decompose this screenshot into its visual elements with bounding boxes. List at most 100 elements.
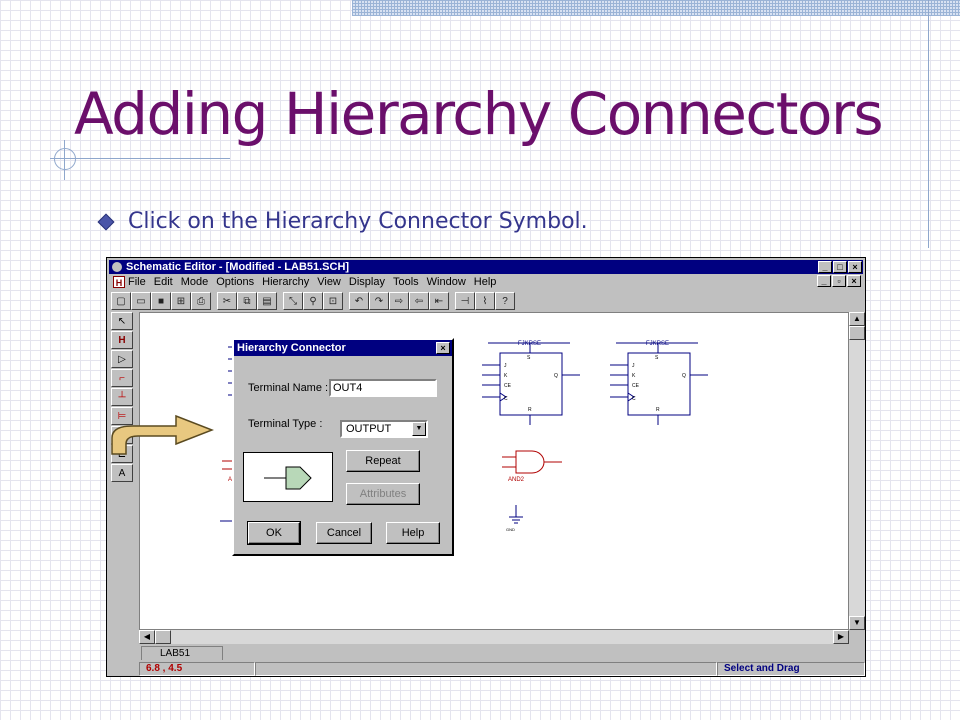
copy-icon[interactable]: ⧉ — [237, 292, 257, 310]
simulate-icon[interactable]: ⌇ — [475, 292, 495, 310]
dropdown-arrow-icon[interactable]: ▼ — [412, 422, 426, 436]
push-icon[interactable]: ⇨ — [389, 292, 409, 310]
hscroll-thumb[interactable] — [155, 630, 171, 644]
zoom-full-icon[interactable]: ⊡ — [323, 292, 343, 310]
status-bar: 6.8 , 4.5 Select and Drag — [139, 662, 865, 676]
decorative-circle — [54, 148, 76, 170]
paste-icon[interactable]: ▤ — [257, 292, 277, 310]
menu-edit[interactable]: Edit — [153, 276, 173, 288]
scroll-left-arrow-icon[interactable]: ◀ — [139, 630, 155, 644]
ok-button[interactable]: OK — [247, 521, 301, 545]
print-icon[interactable]: ⎙ — [191, 292, 211, 310]
terminal-type-value: OUTPUT — [346, 423, 392, 435]
open-folder-icon[interactable]: ▭ — [131, 292, 151, 310]
menu-hierarchy[interactable]: Hierarchy — [262, 276, 310, 288]
status-message — [255, 662, 717, 676]
terminal-name-input[interactable] — [329, 379, 437, 397]
scroll-thumb[interactable] — [849, 326, 865, 340]
slide-title: Adding Hierarchy Connectors — [74, 80, 884, 148]
ff2-pin-k: K — [632, 373, 636, 379]
sheet-tab-lab51[interactable]: LAB51 — [141, 646, 223, 660]
menu-options[interactable]: Options — [216, 276, 255, 288]
status-coordinates: 6.8 , 4.5 — [139, 662, 255, 676]
scroll-down-arrow-icon[interactable]: ▼ — [849, 616, 865, 630]
maximize-button[interactable]: □ — [833, 261, 847, 273]
close-button[interactable]: × — [848, 261, 862, 273]
pointer-arrow-icon — [110, 414, 215, 461]
minimize-button[interactable]: _ — [818, 261, 832, 273]
netlist-icon[interactable]: ⊣ — [455, 292, 475, 310]
menu-window[interactable]: Window — [426, 276, 466, 288]
status-mode: Select and Drag — [717, 662, 865, 676]
ff1-pin-q: Q — [554, 373, 558, 379]
bus-icon[interactable]: ⊨ — [111, 407, 133, 425]
net-icon[interactable]: ┴ — [111, 388, 133, 406]
terminal-type-select[interactable]: OUTPUT ▼ — [340, 420, 428, 438]
zoom-area-icon[interactable]: ⤡ — [283, 292, 303, 310]
menu-help[interactable]: Help — [473, 276, 497, 288]
symbol-library-icon[interactable]: ⊞ — [171, 292, 191, 310]
partial-gate-label: A — [228, 477, 232, 483]
diamond-bullet-icon — [97, 213, 115, 230]
ff1-label: FJKRSE — [518, 341, 541, 347]
undo-icon[interactable]: ↶ — [349, 292, 369, 310]
app-icon — [112, 262, 122, 272]
hierarchy-icon[interactable]: H — [111, 331, 133, 349]
menu-display[interactable]: Display — [348, 276, 385, 288]
ff2-pin-s: S — [655, 355, 659, 361]
ff2-label: FJKRSE — [646, 341, 669, 347]
flip-flop-2 — [610, 342, 708, 425]
select-arrow-icon[interactable]: ↖ — [111, 312, 133, 330]
context-help-icon[interactable]: ? — [495, 292, 515, 310]
menu-file[interactable]: File — [128, 276, 146, 288]
vertical-scrollbar[interactable]: ▲ ▼ — [849, 312, 865, 630]
ff1-pin-s: S — [527, 355, 531, 361]
document-icon[interactable]: H — [113, 276, 125, 288]
window-title-bar[interactable]: Schematic Editor - [Modified - LAB51.SCH… — [109, 260, 863, 274]
doc-minimize-button[interactable]: _ — [817, 275, 831, 287]
ground-symbol — [509, 505, 523, 524]
zoom-in-icon[interactable]: ⚲ — [303, 292, 323, 310]
dialog-close-icon[interactable]: × — [436, 342, 450, 354]
menu-mode[interactable]: Mode — [180, 276, 209, 288]
cancel-button[interactable]: Cancel — [316, 522, 372, 544]
ff2-pin-c: C — [632, 396, 636, 402]
cut-icon[interactable]: ✂ — [217, 292, 237, 310]
window-title: Schematic Editor - [Modified - LAB51.SCH… — [126, 261, 350, 273]
repeat-button[interactable]: Repeat — [346, 450, 420, 472]
scroll-right-arrow-icon[interactable]: ▶ — [833, 630, 849, 644]
attributes-button[interactable]: Attributes — [346, 483, 420, 505]
ff1-pin-ce: CE — [504, 383, 512, 389]
scroll-up-arrow-icon[interactable]: ▲ — [849, 312, 865, 326]
ff1-pin-c: C — [504, 396, 508, 402]
connector-preview — [243, 452, 333, 502]
pop-icon[interactable]: ⇦ — [409, 292, 429, 310]
symbol-icon[interactable]: ▷ — [111, 350, 133, 368]
bullet-text: Click on the Hierarchy Connector Symbol. — [128, 209, 588, 234]
schematic-editor-window: Schematic Editor - [Modified - LAB51.SCH… — [106, 257, 866, 677]
menu-tools[interactable]: Tools — [392, 276, 419, 288]
doc-restore-button[interactable]: ▫ — [832, 275, 846, 287]
text-icon[interactable]: A — [111, 464, 133, 482]
doc-close-button[interactable]: × — [847, 275, 861, 287]
menu-view[interactable]: View — [317, 276, 341, 288]
menu-bar: H File Edit Mode Options Hierarchy View … — [109, 274, 863, 290]
wire-icon[interactable]: ⌐ — [111, 369, 133, 387]
terminal-name-label: Terminal Name : — [248, 382, 329, 394]
bullet-item: Click on the Hierarchy Connector Symbol. — [97, 209, 588, 234]
dialog-title[interactable]: Hierarchy Connector — [234, 340, 452, 356]
save-icon[interactable]: ■ — [151, 292, 171, 310]
flip-flop-1 — [482, 342, 580, 425]
decorative-horizontal-line — [50, 158, 230, 159]
and2-label: AND2 — [508, 477, 525, 483]
hierarchy-push-icon[interactable]: ⇤ — [429, 292, 449, 310]
redo-icon[interactable]: ↷ — [369, 292, 389, 310]
decorative-vertical-line — [928, 0, 929, 248]
horizontal-scrollbar[interactable]: ◀ ▶ — [139, 630, 849, 644]
terminal-type-label: Terminal Type : — [248, 418, 323, 430]
ff1-pin-k: K — [504, 373, 508, 379]
ff1-pin-r: R — [528, 407, 532, 413]
ff2-pin-ce: CE — [632, 383, 640, 389]
help-button[interactable]: Help — [386, 522, 440, 544]
new-icon[interactable]: ▢ — [111, 292, 131, 310]
